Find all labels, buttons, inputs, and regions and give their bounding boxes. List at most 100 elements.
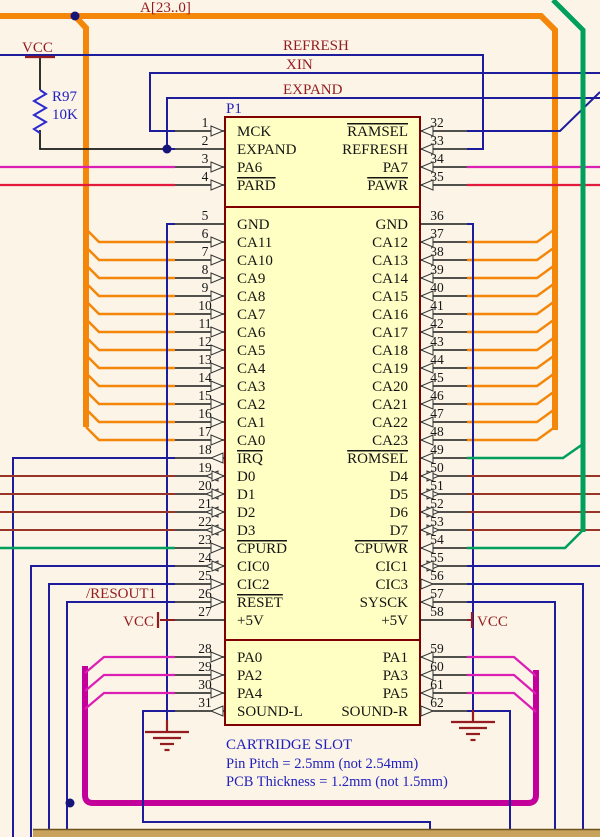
pin-number-1[interactable]: 1 (202, 115, 209, 130)
bus-entry-ca-right[interactable] (467, 353, 556, 370)
wire-cic-reset[interactable] (66, 601, 175, 837)
pin-number-33[interactable]: 33 (430, 133, 444, 148)
pin-number-7[interactable]: 7 (202, 244, 209, 259)
connector-body[interactable] (224, 116, 421, 726)
bus-entry-ca-left[interactable] (85, 390, 175, 406)
label-p1[interactable]: P1 (226, 101, 242, 117)
bus-entry-ca-right[interactable] (467, 263, 556, 280)
bus-entry-ca-left[interactable] (85, 282, 175, 298)
bus-entry-ca-right[interactable] (467, 371, 556, 388)
pin-number-55[interactable]: 55 (430, 550, 444, 565)
pin-number-19[interactable]: 19 (198, 460, 212, 475)
pin-number-8[interactable]: 8 (202, 262, 209, 277)
wire-cic3[interactable] (467, 583, 584, 837)
pin-number-17[interactable]: 17 (198, 424, 212, 439)
label-note2[interactable]: PCB Thickness = 1.2mm (not 1.5mm) (226, 774, 448, 790)
wire-ramsel[interactable] (467, 91, 600, 132)
wire-pa-right[interactable] (467, 673, 537, 695)
pin-number-41[interactable]: 41 (430, 298, 444, 313)
wire-cic-reset[interactable] (48, 583, 175, 837)
bus-entry-ca-right[interactable] (467, 299, 556, 316)
label-vcc_right[interactable]: VCC (477, 614, 508, 630)
pin-number-16[interactable]: 16 (198, 406, 212, 421)
bus-entry-ca-left[interactable] (85, 354, 175, 370)
pin-number-5[interactable]: 5 (202, 208, 209, 223)
bus-entry-ca-left[interactable] (85, 318, 175, 334)
bus-pa-magenta[interactable] (82, 666, 539, 806)
wire-pa-left[interactable] (84, 691, 175, 710)
pin-number-21[interactable]: 21 (198, 496, 212, 511)
pin-number-24[interactable]: 24 (198, 550, 212, 565)
pin-number-54[interactable]: 54 (430, 532, 444, 547)
wire-green-vertical[interactable] (551, 0, 586, 532)
pin-number-56[interactable]: 56 (430, 568, 444, 583)
pin-number-44[interactable]: 44 (430, 352, 444, 367)
pin-number-27[interactable]: 27 (198, 604, 212, 619)
pin-number-31[interactable]: 31 (198, 695, 212, 710)
label-slot_title[interactable]: CARTRIDGE SLOT (226, 737, 352, 753)
bus-entry-ca-right[interactable] (467, 227, 556, 244)
wire-sysck[interactable] (467, 601, 556, 837)
pin-number-28[interactable]: 28 (198, 641, 212, 656)
pin-number-9[interactable]: 9 (202, 280, 209, 295)
wire-romsel[interactable] (467, 442, 584, 460)
bus-entry-ca-left[interactable] (85, 408, 175, 424)
wire-pa-right[interactable] (467, 691, 537, 713)
bus-entry-ca-left[interactable] (85, 246, 175, 262)
bus-entry-ca-right[interactable] (467, 425, 556, 442)
label-xin[interactable]: XIN (286, 57, 313, 73)
bus-entry-ca-left[interactable] (85, 372, 175, 388)
pin-number-36[interactable]: 36 (430, 208, 444, 223)
wire-sound-r[interactable] (467, 710, 511, 837)
pin-number-43[interactable]: 43 (430, 334, 444, 349)
pin-number-4[interactable]: 4 (202, 169, 209, 184)
pin-number-26[interactable]: 26 (198, 586, 212, 601)
label-vcc_top[interactable]: VCC (22, 40, 53, 56)
pin-number-22[interactable]: 22 (198, 514, 212, 529)
pin-number-45[interactable]: 45 (430, 370, 444, 385)
bus-entry-ca-left[interactable] (85, 264, 175, 280)
wire-gnd-left[interactable] (166, 223, 175, 720)
label-expand[interactable]: EXPAND (283, 82, 343, 98)
pin-number-13[interactable]: 13 (198, 352, 212, 367)
pin-number-38[interactable]: 38 (430, 244, 444, 259)
pin-number-61[interactable]: 61 (430, 677, 444, 692)
pin-number-18[interactable]: 18 (198, 442, 212, 457)
pin-number-35[interactable]: 35 (430, 169, 444, 184)
label-r97_ref[interactable]: R97 (52, 89, 78, 105)
pin-number-53[interactable]: 53 (430, 514, 444, 529)
pin-number-62[interactable]: 62 (430, 695, 444, 710)
pin-number-30[interactable]: 30 (198, 677, 212, 692)
pin-number-46[interactable]: 46 (430, 388, 444, 403)
pin-number-49[interactable]: 49 (430, 442, 444, 457)
bus-entry-ca-right[interactable] (467, 281, 556, 298)
bus-entry-ca-left[interactable] (85, 228, 175, 244)
wire-pa-left[interactable] (84, 655, 175, 674)
pin-number-37[interactable]: 37 (430, 226, 444, 241)
pin-number-60[interactable]: 60 (430, 659, 444, 674)
wire-pa-right[interactable] (467, 655, 537, 677)
wire-pa-left[interactable] (84, 673, 175, 692)
pin-number-40[interactable]: 40 (430, 280, 444, 295)
bus-entry-ca-right[interactable] (467, 245, 556, 262)
pin-number-47[interactable]: 47 (430, 406, 444, 421)
bus-entry-ca-left[interactable] (85, 426, 175, 442)
bus-entry-ca-right[interactable] (467, 389, 556, 406)
wire-r97-bottom-lead[interactable] (39, 130, 167, 150)
pin-number-32[interactable]: 32 (430, 115, 444, 130)
pin-number-48[interactable]: 48 (430, 424, 444, 439)
label-note1[interactable]: Pin Pitch = 2.5mm (not 2.54mm) (226, 756, 418, 772)
pin-number-58[interactable]: 58 (430, 604, 444, 619)
label-r97_val[interactable]: 10K (52, 107, 78, 123)
label-a_bus[interactable]: A[23..0] (140, 0, 191, 16)
pin-number-10[interactable]: 10 (198, 298, 212, 313)
pin-number-59[interactable]: 59 (430, 641, 444, 656)
pin-number-6[interactable]: 6 (202, 226, 209, 241)
resistor-r97-body[interactable] (32, 89, 48, 134)
pin-number-25[interactable]: 25 (198, 568, 212, 583)
pin-number-23[interactable]: 23 (198, 532, 212, 547)
wire-sound-l[interactable] (142, 710, 431, 837)
wire-refresh[interactable] (0, 54, 484, 150)
wire-cic-reset[interactable] (30, 565, 175, 837)
